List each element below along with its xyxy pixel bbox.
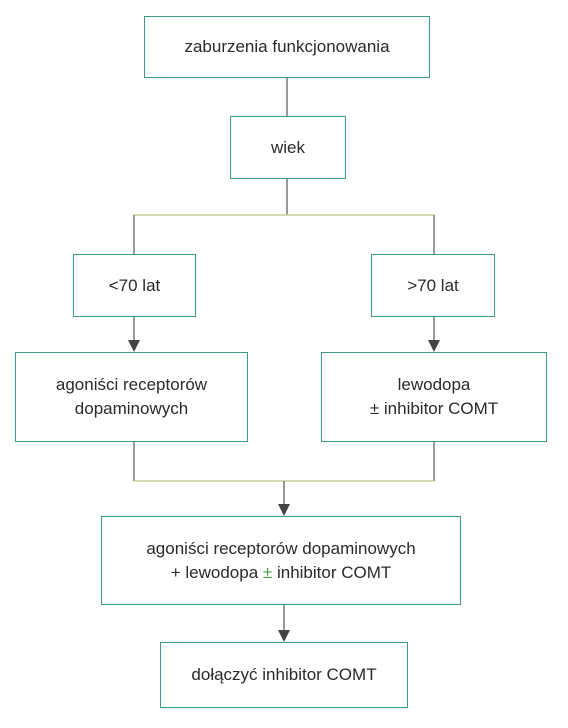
- node-add-comt-inhibitor-label: dołączyć inhibitor COMT: [191, 665, 377, 684]
- node-over-70: >70 lat: [371, 254, 495, 317]
- plus-minus-symbol: ±: [262, 562, 273, 582]
- node-under-70-label: <70 lat: [108, 275, 161, 295]
- node-levodopa-line2: ± inhibitor COMT: [370, 397, 498, 421]
- node-combination-line2: + lewodopa ± inhibitor COMT: [171, 561, 392, 585]
- node-levodopa-line1: lewodopa: [397, 375, 471, 394]
- node-combination-therapy: agoniści receptorów dopaminowych + lewod…: [101, 516, 461, 605]
- node-dopamine-agonists-line1: agoniści receptorów: [55, 375, 208, 394]
- node-age-label: wiek: [270, 137, 305, 157]
- node-combination-line2-text: inhibitor COMT: [272, 562, 392, 582]
- node-combination-line1: agoniści receptorów dopaminowych: [146, 538, 416, 558]
- node-dopamine-agonists: agoniści receptorów dopaminowych: [15, 352, 248, 442]
- node-under-70: <70 lat: [73, 254, 196, 317]
- node-add-comt-inhibitor: dołączyć inhibitor COMT: [160, 642, 408, 708]
- node-over-70-label: >70 lat: [407, 275, 459, 295]
- node-age: wiek: [230, 116, 346, 179]
- node-functional-impairment: zaburzenia funkcjonowania: [144, 16, 430, 78]
- node-combination-line2-prefix: + lewodopa: [170, 562, 263, 582]
- node-dopamine-agonists-line2: dopaminowych: [74, 399, 189, 418]
- plus-minus-symbol: ±: [369, 399, 380, 418]
- node-levodopa-line2-text: inhibitor COMT: [379, 399, 499, 418]
- node-levodopa: lewodopa ± inhibitor COMT: [321, 352, 547, 442]
- node-functional-impairment-label: zaburzenia funkcjonowania: [184, 37, 390, 56]
